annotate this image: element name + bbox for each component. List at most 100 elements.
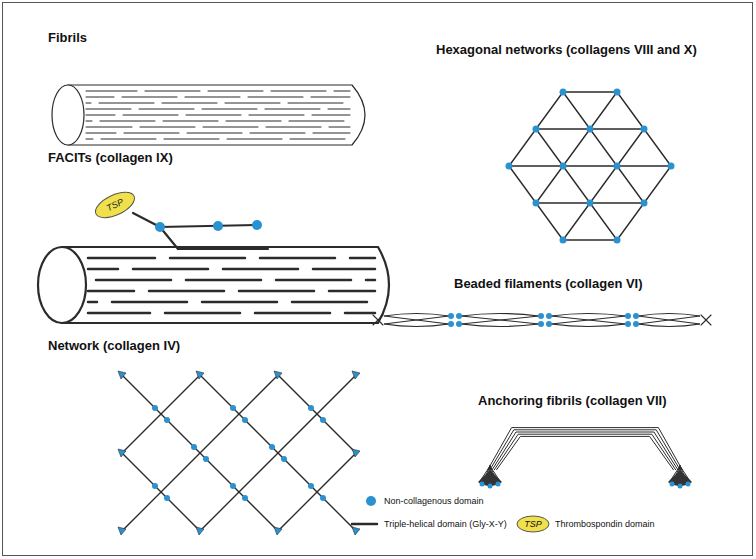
fibril-strand bbox=[101, 139, 156, 140]
non-collagenous-dot bbox=[242, 495, 248, 501]
thrombospondin-domain: TSP bbox=[90, 186, 139, 225]
non-collagenous-dot bbox=[456, 313, 462, 319]
network-strand bbox=[278, 492, 317, 531]
fibril-drawing bbox=[52, 85, 365, 145]
filament-strand bbox=[384, 316, 449, 324]
anchoring-fibril-drawing bbox=[478, 428, 692, 489]
facit-strand bbox=[345, 312, 375, 315]
fibril-strand bbox=[123, 115, 178, 116]
7s-domain bbox=[352, 449, 360, 457]
facit-strand bbox=[366, 279, 375, 282]
network-strand bbox=[644, 166, 671, 203]
facit-strand bbox=[260, 257, 335, 260]
facit-strand bbox=[223, 268, 298, 271]
fibril-strand bbox=[329, 127, 350, 128]
filament-strand bbox=[551, 316, 626, 324]
network-strand bbox=[509, 129, 536, 166]
non-collagenous-dot bbox=[633, 313, 639, 319]
network-strand bbox=[563, 165, 617, 166]
fibril-strand bbox=[124, 133, 179, 134]
fibril-strand bbox=[86, 139, 93, 140]
non-collagenous-dot bbox=[320, 495, 326, 501]
network-strand bbox=[278, 375, 317, 414]
filament-strand bbox=[461, 324, 539, 327]
network-strand bbox=[563, 92, 590, 129]
fibril-strand bbox=[288, 103, 343, 104]
legend-text: Triple-helical domain (Gly-X-Y) bbox=[384, 519, 507, 529]
network-strand bbox=[590, 203, 617, 240]
network-strand bbox=[536, 92, 563, 129]
7s-domain bbox=[352, 371, 360, 379]
non-collagenous-dot bbox=[152, 405, 158, 411]
fibril-end bbox=[52, 85, 84, 145]
network-strand bbox=[200, 492, 239, 531]
fibril-strand bbox=[313, 133, 350, 134]
fibril-strand bbox=[311, 97, 350, 98]
fibril-strand bbox=[227, 139, 282, 140]
7s-domain bbox=[352, 527, 360, 535]
filament-strand bbox=[461, 314, 539, 317]
network-strand bbox=[161, 492, 200, 531]
network-strand bbox=[278, 453, 317, 492]
filament-strand bbox=[461, 316, 539, 324]
7s-domain bbox=[118, 371, 126, 379]
legend-helix-sample bbox=[352, 523, 377, 526]
fibril-strand bbox=[122, 97, 177, 98]
facit-strand bbox=[165, 312, 240, 315]
non-collagenous-dot bbox=[533, 200, 540, 207]
hexagonal-network-drawing bbox=[506, 89, 675, 244]
filament-strand bbox=[384, 316, 449, 324]
network-strand bbox=[563, 203, 590, 240]
non-collagenous-dot bbox=[230, 483, 236, 489]
non-collagenous-dot bbox=[230, 405, 236, 411]
fibril-strand bbox=[140, 127, 195, 128]
non-collagenous-dot bbox=[641, 126, 648, 133]
network-strand bbox=[617, 92, 644, 129]
section-title: Beaded filaments (collagen VI) bbox=[454, 276, 643, 291]
facit-helix bbox=[160, 225, 257, 227]
network-strand bbox=[239, 375, 278, 414]
filament-strand bbox=[638, 324, 700, 327]
fibril-bundle bbox=[490, 430, 680, 470]
section-title: Hexagonal networks (collagens VIII and X… bbox=[436, 42, 697, 57]
facit-strand bbox=[88, 268, 118, 271]
facit-strand bbox=[329, 290, 375, 293]
7s-domain bbox=[274, 371, 282, 379]
fibril-bundle bbox=[496, 436, 673, 470]
fibril-strand bbox=[86, 127, 132, 128]
non-collagenous-dot bbox=[587, 200, 594, 207]
network-strand bbox=[317, 375, 356, 414]
network-strand bbox=[239, 492, 278, 531]
network-strand bbox=[161, 375, 200, 414]
non-collagenous-dot bbox=[496, 482, 501, 487]
facit-strand bbox=[133, 268, 208, 271]
fibril-strand bbox=[202, 109, 257, 110]
non-collagenous-dot bbox=[320, 417, 326, 423]
fibril-strand bbox=[225, 103, 280, 104]
fibril-strand bbox=[289, 121, 344, 122]
fibril-strand bbox=[203, 127, 258, 128]
facit-strand bbox=[239, 290, 314, 293]
7s-domain bbox=[196, 527, 204, 535]
network-strand bbox=[644, 129, 671, 166]
tsp-ellipse bbox=[92, 187, 139, 223]
fibril-strand bbox=[248, 97, 303, 98]
network-strand bbox=[536, 202, 590, 203]
filament-strand bbox=[638, 316, 700, 324]
facit-strand bbox=[186, 279, 261, 282]
non-collagenous-dot bbox=[281, 456, 287, 462]
non-collagenous-dot bbox=[668, 163, 675, 170]
non-collagenous-dot bbox=[670, 482, 675, 487]
fibril-strand bbox=[100, 121, 155, 122]
legend-tsp-ellipse bbox=[517, 516, 549, 532]
non-collagenous-dot bbox=[164, 495, 170, 501]
non-collagenous-dot bbox=[480, 482, 485, 487]
network-strand bbox=[161, 453, 200, 492]
fibril-strand bbox=[328, 109, 350, 110]
network-strand bbox=[317, 492, 356, 531]
filament-end bbox=[701, 315, 711, 325]
fibril-strand bbox=[164, 139, 219, 140]
7s-domain bbox=[118, 449, 126, 457]
network-strand bbox=[317, 453, 356, 492]
filament-strand bbox=[551, 324, 626, 327]
